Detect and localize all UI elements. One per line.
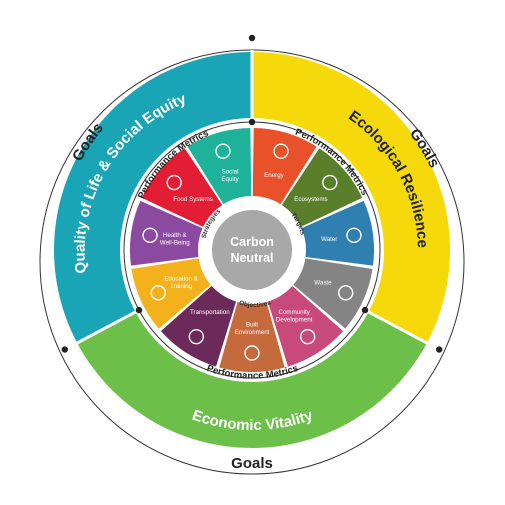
center-circle (212, 210, 292, 290)
segment-food-systems (141, 148, 223, 227)
bus-person-icon (188, 328, 205, 345)
ecological-ring (252, 52, 450, 343)
quality-ring (53, 52, 252, 343)
segment-label: Transportation (190, 309, 230, 316)
segment-health-well-being (130, 200, 203, 266)
center-line2: Neutral (230, 251, 273, 265)
ring-dot (135, 306, 143, 314)
center-line1: Carbon (230, 235, 274, 249)
economic-ring (77, 311, 427, 448)
segment-label: Waste (314, 279, 332, 286)
ring-dots (61, 34, 443, 353)
segment-label: Energy (264, 172, 285, 179)
segment-community-development (267, 285, 344, 367)
wind-turbine-icon (273, 143, 289, 159)
segment-label: Water (321, 236, 337, 243)
segment-education-training (131, 258, 211, 329)
segment-built-environment (219, 302, 285, 372)
tree-icon (322, 174, 338, 191)
handshake-icon (215, 143, 231, 159)
buildings-icon (244, 345, 260, 361)
goals-label-bottom: Goals (231, 455, 273, 472)
ring-separator (74, 309, 138, 346)
segment-label: Food Systems (173, 196, 213, 203)
segment-water (301, 200, 374, 266)
storefront-icon (299, 328, 316, 345)
ring-dot (361, 306, 369, 314)
water-hand-icon (346, 227, 362, 244)
objectives-label: Objectives (238, 299, 272, 309)
goal-rings (53, 50, 450, 448)
segment-ecosystems (281, 148, 363, 227)
segment-label: Ecosystems (294, 196, 327, 203)
segment-label: Education &Training (164, 276, 198, 291)
segment-waste (293, 258, 373, 329)
heart-pulse-icon (142, 227, 158, 244)
segment-label: Health &Well-Being (160, 232, 190, 247)
segment-transportation (160, 285, 237, 367)
ring-dot (61, 346, 69, 353)
ring-dot (248, 118, 256, 126)
ring-dot (248, 34, 256, 42)
segment-social-equity (187, 128, 252, 205)
recycle-icon (337, 285, 354, 301)
cutlery-icon (166, 174, 182, 191)
ring-dot (435, 346, 443, 353)
diploma-icon (150, 285, 167, 301)
segment-energy (252, 128, 317, 205)
ring-separator (366, 309, 430, 346)
